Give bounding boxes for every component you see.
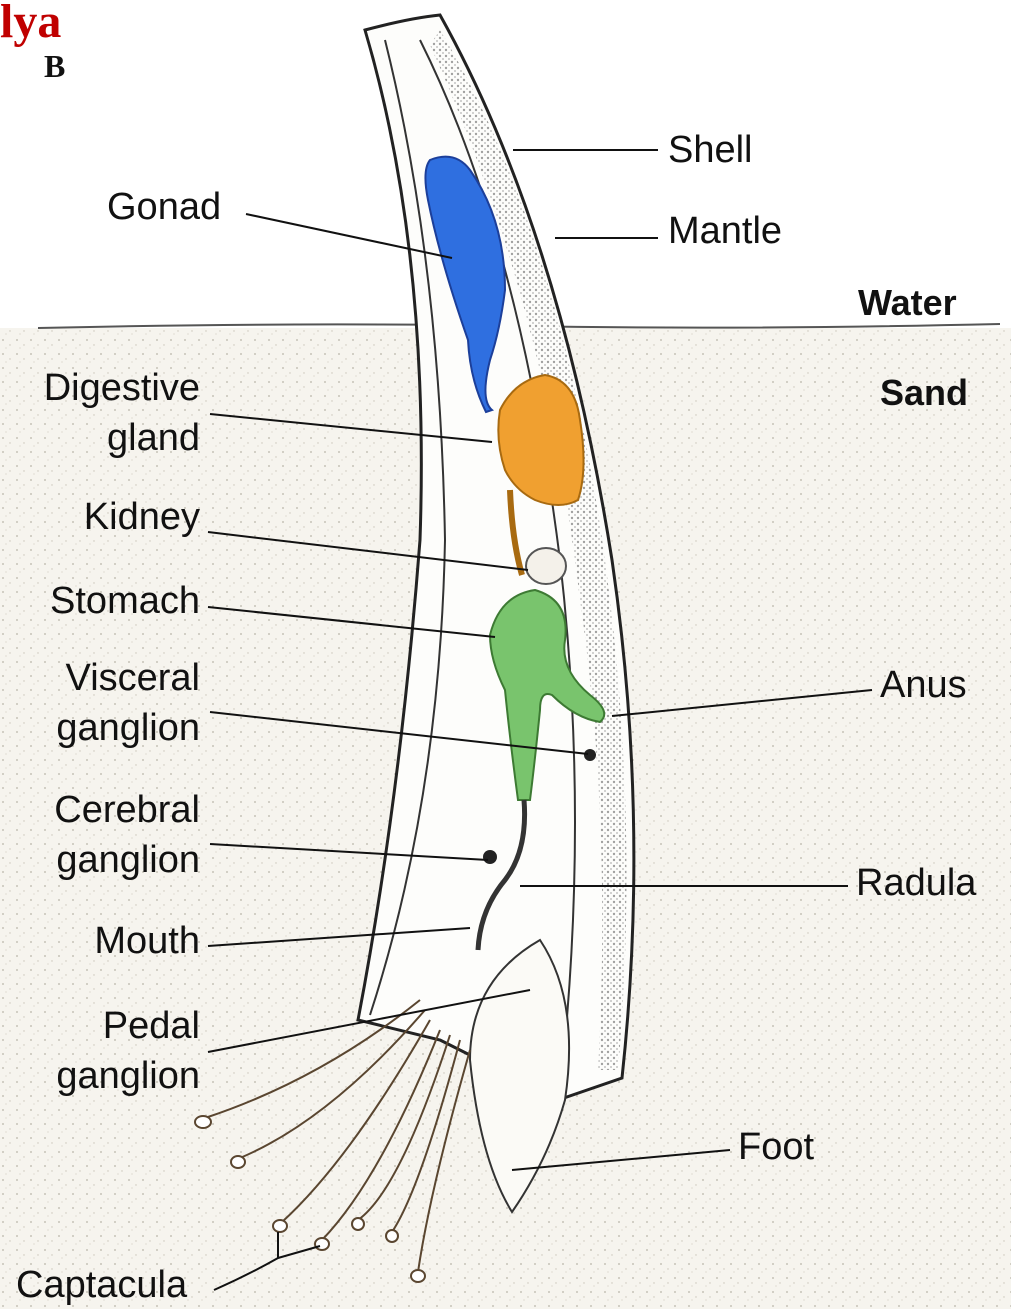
label-radula: Radula [856,860,976,908]
label-stomach: Stomach [0,578,200,626]
label-anus: Anus [880,662,967,710]
cerebral-ganglion-dot [483,850,497,864]
label-water: Water [858,280,957,325]
label-gonad: Gonad [107,184,221,232]
panel-letter: B [44,48,65,85]
label-digestive-line2: gland [0,415,200,463]
label-pedal-line2: ganglion [0,1053,200,1101]
title-fragment: lya [0,0,61,49]
visceral-ganglion-dot [584,749,596,761]
label-foot: Foot [738,1124,814,1172]
label-captacula: Captacula [16,1262,187,1310]
label-mouth: Mouth [0,918,200,966]
label-cerebral-line2: ganglion [0,837,200,885]
kidney-organ [526,548,566,584]
label-visceral-line1: Visceral [0,655,200,703]
label-kidney: Kidney [0,494,200,542]
label-digestive-line1: Digestive [0,365,200,413]
label-pedal-line1: Pedal [0,1003,200,1051]
label-shell: Shell [668,127,753,175]
label-mantle: Mantle [668,208,782,256]
label-sand: Sand [880,370,968,415]
label-cerebral-line1: Cerebral [0,787,200,835]
label-visceral-line2: ganglion [0,705,200,753]
